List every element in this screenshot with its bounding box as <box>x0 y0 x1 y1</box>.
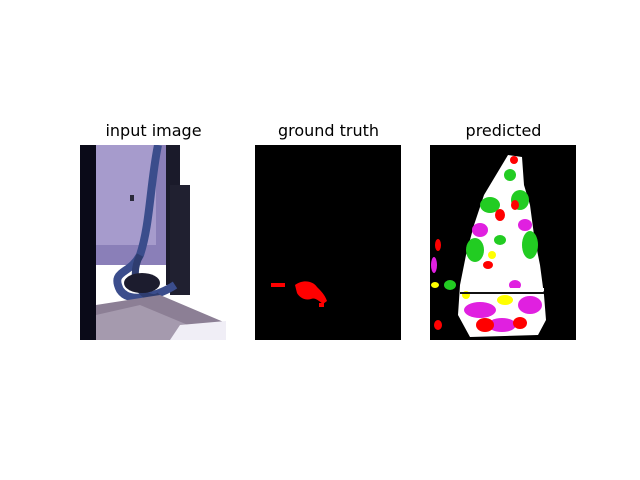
ground-truth-title: ground truth <box>277 121 380 140</box>
predicted-title: predicted <box>465 121 542 140</box>
input-image-title: input image <box>105 121 202 140</box>
ground-truth-mask <box>255 145 401 340</box>
predicted-mask <box>430 145 576 340</box>
input-image <box>80 145 226 340</box>
